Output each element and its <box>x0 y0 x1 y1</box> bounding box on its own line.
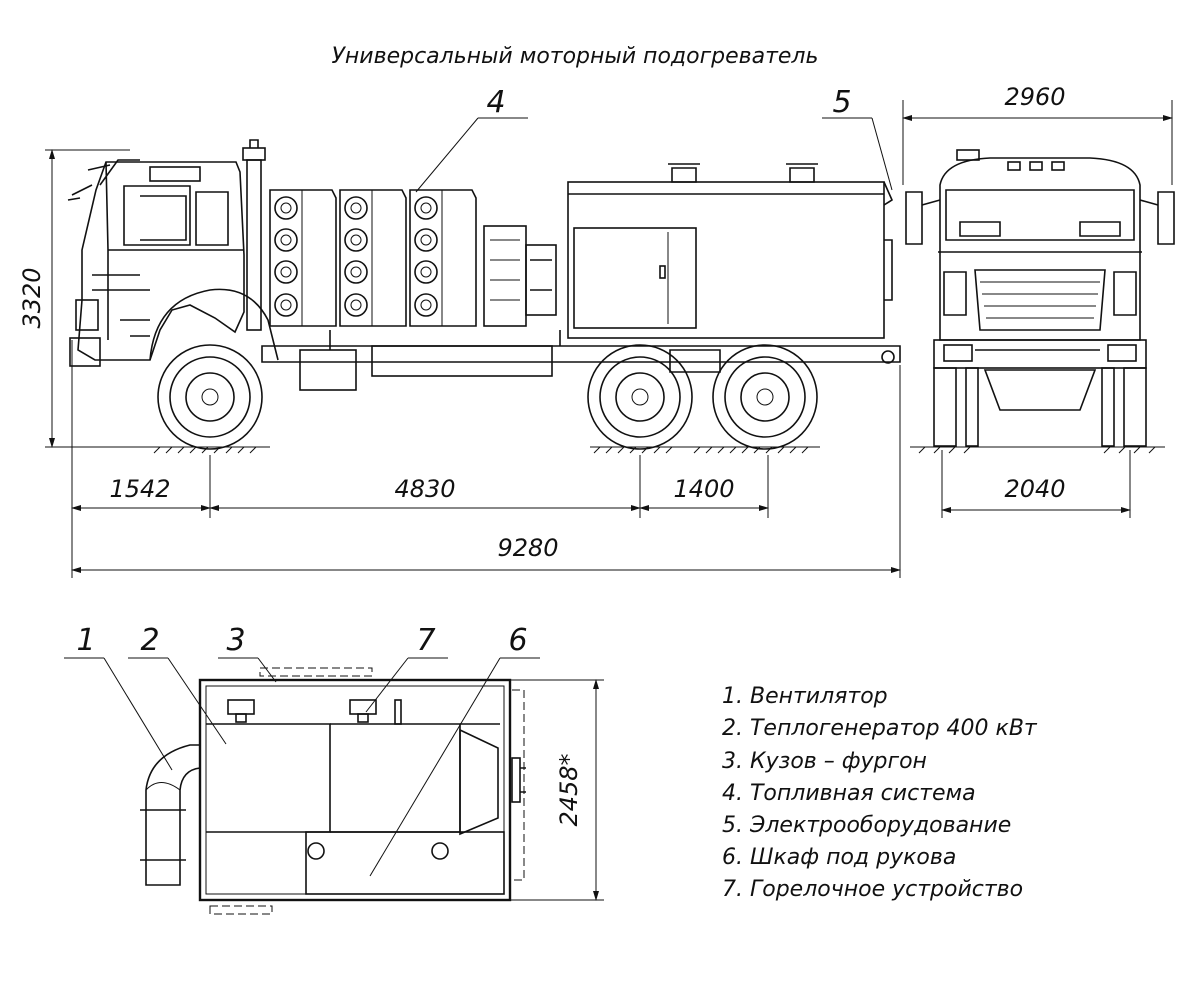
callout-5: 5 <box>832 85 851 120</box>
ground-line <box>150 446 820 454</box>
dim-width-top: 2960 <box>1004 83 1065 111</box>
van-body <box>567 163 894 339</box>
callout-3: 3 <box>226 623 245 658</box>
dim-wheelbase: 4830 <box>394 475 455 503</box>
fuel-rack <box>269 189 337 327</box>
dim-body-width: 2458* <box>555 753 583 826</box>
legend-item: 3. Кузов – фургон <box>722 749 927 774</box>
callout-6: 6 <box>508 623 527 658</box>
drawing-title: Универсальный моторный подогреватель <box>332 44 819 69</box>
rear-wheel-2 <box>712 344 818 450</box>
fuel-system-racks <box>269 189 477 327</box>
truck-front-view <box>905 149 1175 454</box>
legend-item: 6. Шкаф под рукова <box>722 845 956 870</box>
burner-unit <box>483 225 557 327</box>
exhaust-pipe <box>242 139 266 331</box>
legend-item: 4. Топливная система <box>722 781 976 806</box>
legend-item: 7. Горелочное устройство <box>722 877 1023 902</box>
callout-2: 2 <box>140 623 159 658</box>
fuel-rack <box>409 189 477 327</box>
dim-rear-axle-spacing: 1400 <box>673 475 734 503</box>
front-wheel <box>157 344 263 450</box>
truck-side-view <box>67 139 901 454</box>
callout-numbers: 4 5 1 2 3 7 6 <box>76 85 851 658</box>
dimension-labels: 3320 2960 2040 1542 4830 1400 9280 2458* <box>18 83 1066 827</box>
legend-item: 5. Электрооборудование <box>722 813 1011 838</box>
legend-item: 1. Вентилятор <box>722 684 888 709</box>
rear-wheel-1 <box>587 344 693 450</box>
dim-front-track: 2040 <box>1004 475 1065 503</box>
callout-4: 4 <box>486 85 505 120</box>
body-plan-view <box>140 667 604 915</box>
dim-overall-length: 9280 <box>497 534 558 562</box>
callout-1: 1 <box>76 623 95 658</box>
dim-front-overhang: 1542 <box>109 475 170 503</box>
legend-item: 2. Теплогенератор 400 кВт <box>722 716 1038 741</box>
dim-height: 3320 <box>18 267 46 328</box>
truck-cab <box>67 159 279 367</box>
fuel-rack <box>339 189 407 327</box>
callout-7: 7 <box>416 623 435 658</box>
chassis-frame <box>261 330 901 391</box>
legend: 1. Вентилятор 2. Теплогенератор 400 кВт … <box>722 684 1038 902</box>
dimension-lines <box>45 100 1173 877</box>
